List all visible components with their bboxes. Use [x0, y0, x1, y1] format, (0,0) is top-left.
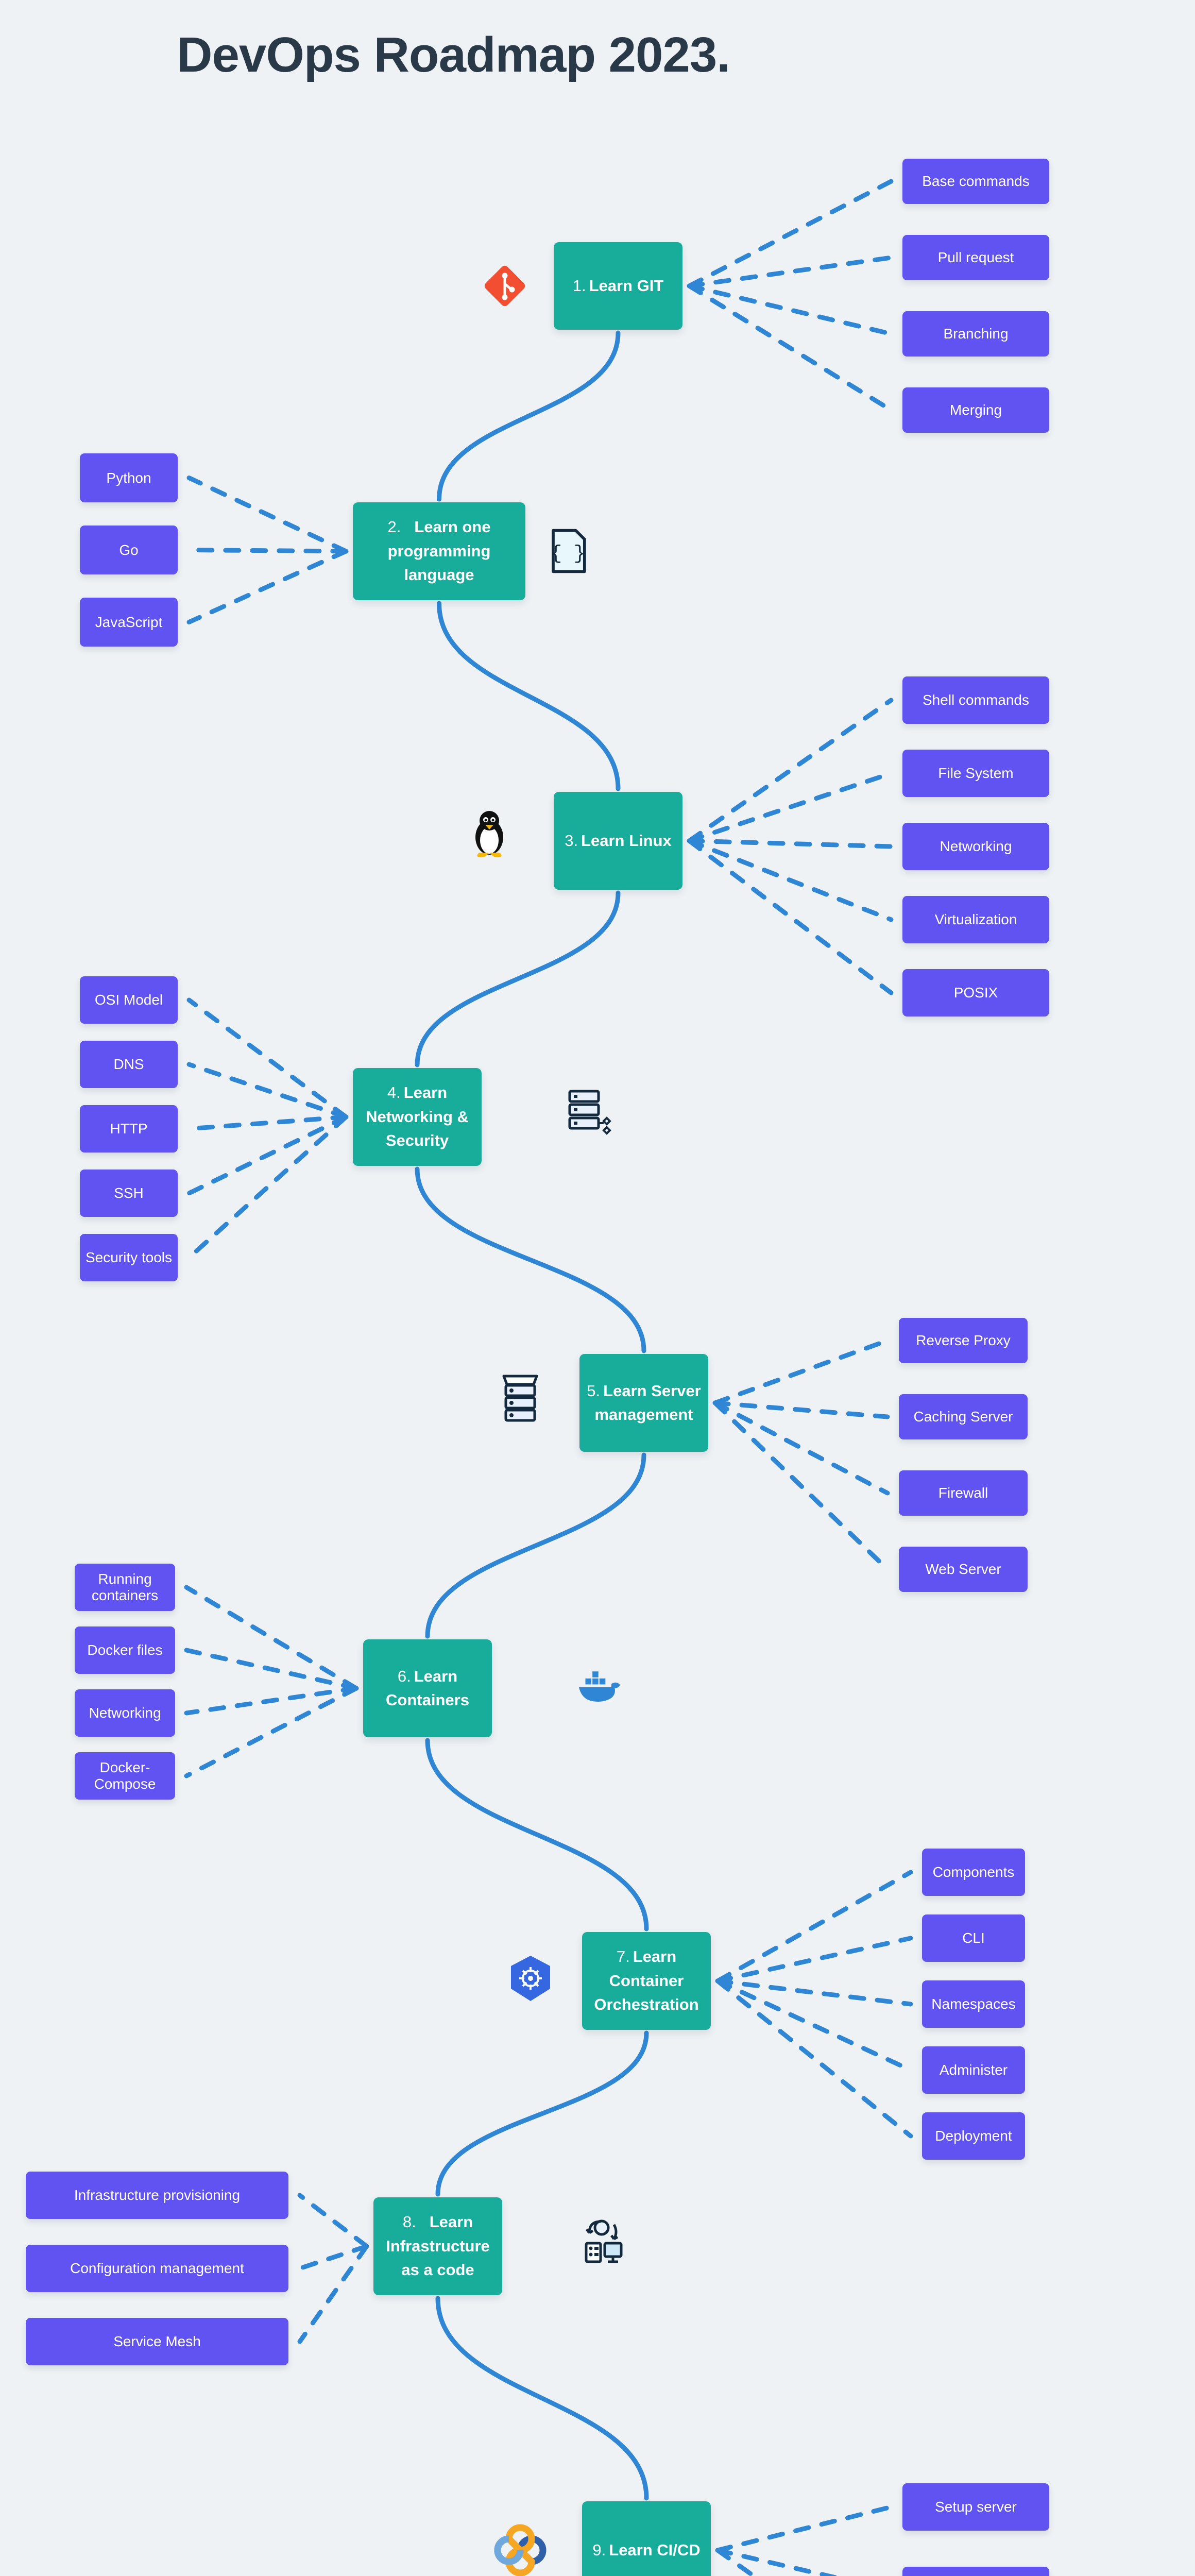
leaf-topic[interactable]: Merging: [902, 387, 1049, 433]
leaf-topic[interactable]: Docker files: [75, 1626, 175, 1674]
devops-infinity-icon: [489, 2519, 551, 2576]
leaf-topic[interactable]: Reverse Proxy: [899, 1318, 1028, 1363]
node-number: 8.: [402, 2213, 416, 2231]
node-text: 5.Learn Server management: [587, 1379, 701, 1427]
linux-penguin-icon: [464, 807, 515, 859]
leaf-topic[interactable]: Branching: [902, 311, 1049, 357]
node-number: 9.: [592, 2540, 606, 2559]
node-number: 4.: [387, 1083, 401, 1102]
leaf-topic[interactable]: Configuration management: [26, 2245, 288, 2292]
leaf-topic[interactable]: Running containers: [75, 1564, 175, 1611]
server-rack-icon: [494, 1372, 546, 1423]
roadmap-node-2[interactable]: 2.Learn one programming language: [353, 502, 525, 600]
leaf-topic[interactable]: Setup server: [902, 2483, 1049, 2531]
roadmap-node-7[interactable]: 7.Learn Container Orchestration: [582, 1932, 711, 2030]
leaf-topic[interactable]: SSH: [80, 1170, 178, 1217]
roadmap-node-8[interactable]: 8.Learn Infrastructure as a code: [373, 2197, 502, 2295]
node-text: 1.Learn GIT: [573, 274, 664, 298]
node-text: 6.Learn Containers: [370, 1665, 485, 1713]
code-file-icon: { }: [543, 527, 592, 575]
leaf-topic[interactable]: Caching Server: [899, 1394, 1028, 1439]
kubernetes-helm-icon: [505, 1953, 556, 2004]
node-number: 3.: [565, 831, 578, 850]
node-text: 2.Learn one programming language: [360, 515, 518, 587]
leaf-topic[interactable]: Shell commands: [902, 676, 1049, 724]
leaf-topic[interactable]: Python: [80, 453, 178, 502]
gear-automation-icon: [577, 2215, 628, 2267]
node-label: Learn CI/CD: [609, 2540, 701, 2559]
node-number: 7.: [616, 1947, 630, 1966]
leaf-topic[interactable]: Namespaces: [922, 1980, 1025, 2028]
roadmap-node-3[interactable]: 3.Learn Linux: [554, 792, 682, 890]
node-label: Learn Infrastructure as a code: [386, 2213, 490, 2279]
node-number: 6.: [397, 1667, 411, 1685]
node-text: 8.Learn Infrastructure as a code: [381, 2210, 495, 2282]
leaf-topic[interactable]: Virtualization: [902, 896, 1049, 943]
leaf-topic[interactable]: Firewall: [899, 1470, 1028, 1516]
leaf-topic[interactable]: Docker-Compose: [75, 1752, 175, 1800]
node-text: 3.Learn Linux: [565, 829, 672, 853]
node-text: 9.Learn CI/CD: [592, 2538, 700, 2563]
node-label: Learn Container Orchestration: [594, 1947, 699, 2014]
leaf-topic[interactable]: Administer: [922, 2046, 1025, 2094]
leaf-topic[interactable]: Base commands: [902, 159, 1049, 204]
docker-whale-icon: [569, 1658, 623, 1712]
leaf-topic[interactable]: CLI: [922, 1914, 1025, 1962]
leaf-topic[interactable]: Infrastructure provisioning: [26, 2172, 288, 2219]
node-label: Learn GIT: [589, 276, 664, 295]
leaf-topic[interactable]: Service Mesh: [26, 2318, 288, 2365]
node-number: 2.: [387, 518, 401, 536]
leaf-topic[interactable]: File System: [902, 750, 1049, 797]
leaf-topic[interactable]: POSIX: [902, 969, 1049, 1016]
roadmap-node-4[interactable]: 4.Learn Networking & Security: [353, 1068, 482, 1166]
roadmap-node-9[interactable]: 9.Learn CI/CD: [582, 2501, 711, 2576]
leaf-topic[interactable]: Pull request: [902, 235, 1049, 280]
node-text: 4.Learn Networking & Security: [360, 1081, 474, 1153]
node-label: Learn Containers: [386, 1667, 469, 1709]
leaf-topic[interactable]: JavaScript: [80, 598, 178, 647]
leaf-topic[interactable]: Networking: [902, 823, 1049, 870]
node-label: Learn Networking & Security: [366, 1083, 469, 1150]
leaf-topic[interactable]: OSI Model: [80, 976, 178, 1024]
svg-text:{ }: { }: [550, 543, 585, 565]
node-number: 1.: [572, 276, 586, 295]
roadmap-node-6[interactable]: 6.Learn Containers: [363, 1639, 492, 1737]
network-server-icon: [561, 1086, 613, 1138]
leaf-topic[interactable]: Security tools: [80, 1234, 178, 1281]
leaf-topic[interactable]: Deployment: [922, 2112, 1025, 2160]
roadmap-node-1[interactable]: 1.Learn GIT: [554, 242, 682, 330]
node-label: Learn one programming language: [387, 518, 491, 584]
node-label: Learn Server management: [594, 1381, 701, 1424]
leaf-topic[interactable]: Web Server: [899, 1547, 1028, 1592]
leaf-topic[interactable]: Go: [80, 526, 178, 574]
node-text: 7.Learn Container Orchestration: [589, 1945, 704, 2017]
node-number: 5.: [587, 1381, 601, 1400]
leaf-topic[interactable]: Integration: [902, 2567, 1049, 2576]
leaf-topic[interactable]: HTTP: [80, 1105, 178, 1153]
node-label: Learn Linux: [581, 831, 672, 850]
leaf-topic[interactable]: DNS: [80, 1041, 178, 1088]
leaf-topic[interactable]: Networking: [75, 1689, 175, 1737]
git-icon: [479, 260, 531, 312]
leaf-topic[interactable]: Components: [922, 1849, 1025, 1896]
page-title: DevOps Roadmap 2023.: [177, 27, 730, 82]
roadmap-node-5[interactable]: 5.Learn Server management: [579, 1354, 708, 1452]
